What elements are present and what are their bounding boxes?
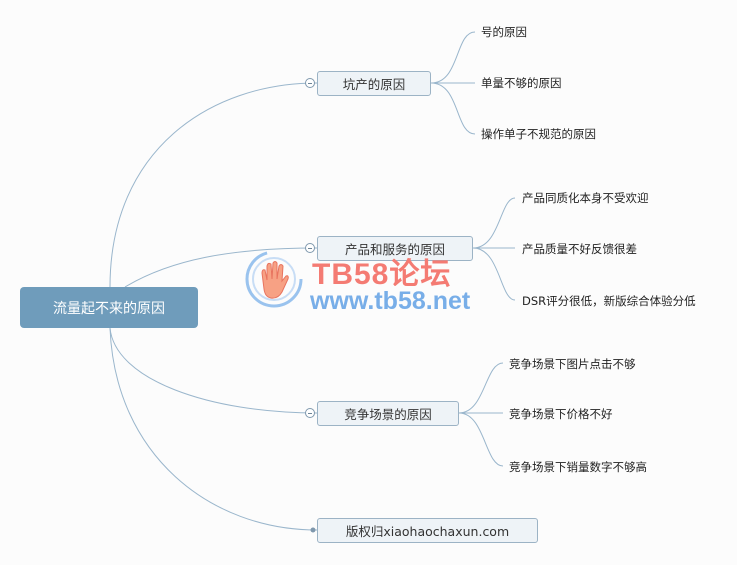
connector-root-branch-4	[109, 327, 318, 531]
collapse-toggle-branch-2[interactable]	[305, 243, 315, 253]
branch-4-dot	[310, 527, 316, 533]
connector-b1-leaf-3	[430, 82, 476, 135]
collapse-toggle-branch-1[interactable]	[305, 78, 315, 88]
connector-b2-leaf-1	[472, 197, 516, 249]
connector-root-branch-3	[109, 327, 318, 414]
connector-b1-leaf-1	[430, 31, 476, 84]
root-node-label: 流量起不来的原因	[53, 300, 165, 317]
branch-node-2[interactable]: 产品和服务的原因	[317, 236, 473, 261]
connector-b3-leaf-1	[458, 362, 504, 414]
connector-b3-leaf-3	[458, 412, 504, 467]
branch-node-2-label: 产品和服务的原因	[344, 242, 445, 257]
watermark: TB58论坛 www.tb58.net	[244, 249, 504, 329]
connector-root-branch-1	[109, 82, 318, 288]
leaf-node-3-2[interactable]: 竞争场景下价格不好	[509, 407, 613, 421]
leaf-node-2-2[interactable]: 产品质量不好反馈很差	[522, 242, 637, 256]
root-node[interactable]: 流量起不来的原因	[20, 287, 198, 328]
watermark-url: www.tb58.net	[310, 287, 471, 315]
leaf-node-1-3[interactable]: 操作单子不规范的原因	[481, 127, 596, 141]
leaf-node-3-3[interactable]: 竞争场景下销量数字不够高	[509, 460, 647, 474]
leaf-node-1-2[interactable]: 单量不够的原因	[481, 76, 562, 90]
branch-node-3-label: 竞争场景的原因	[344, 407, 432, 422]
leaf-node-2-1[interactable]: 产品同质化本身不受欢迎	[522, 191, 649, 205]
connector-root-branch-2	[124, 247, 318, 288]
leaf-node-1-1[interactable]: 号的原因	[481, 25, 527, 39]
branch-node-1-label: 坑产的原因	[342, 77, 406, 92]
watermark-title: TB58论坛	[312, 258, 452, 291]
connector-b2-leaf-3	[472, 247, 516, 301]
branch-node-4-label: 版权归xiaohaochaxun.com	[345, 524, 510, 539]
branch-node-4[interactable]: 版权归xiaohaochaxun.com	[317, 518, 538, 543]
leaf-node-3-1[interactable]: 竞争场景下图片点击不够	[509, 357, 636, 371]
branch-node-3[interactable]: 竞争场景的原因	[317, 401, 459, 426]
collapse-toggle-branch-3[interactable]	[305, 408, 315, 418]
hand-logo-icon	[245, 250, 303, 308]
branch-node-1[interactable]: 坑产的原因	[317, 71, 431, 96]
leaf-node-2-3[interactable]: DSR评分很低，新版综合体验分低	[522, 294, 696, 308]
